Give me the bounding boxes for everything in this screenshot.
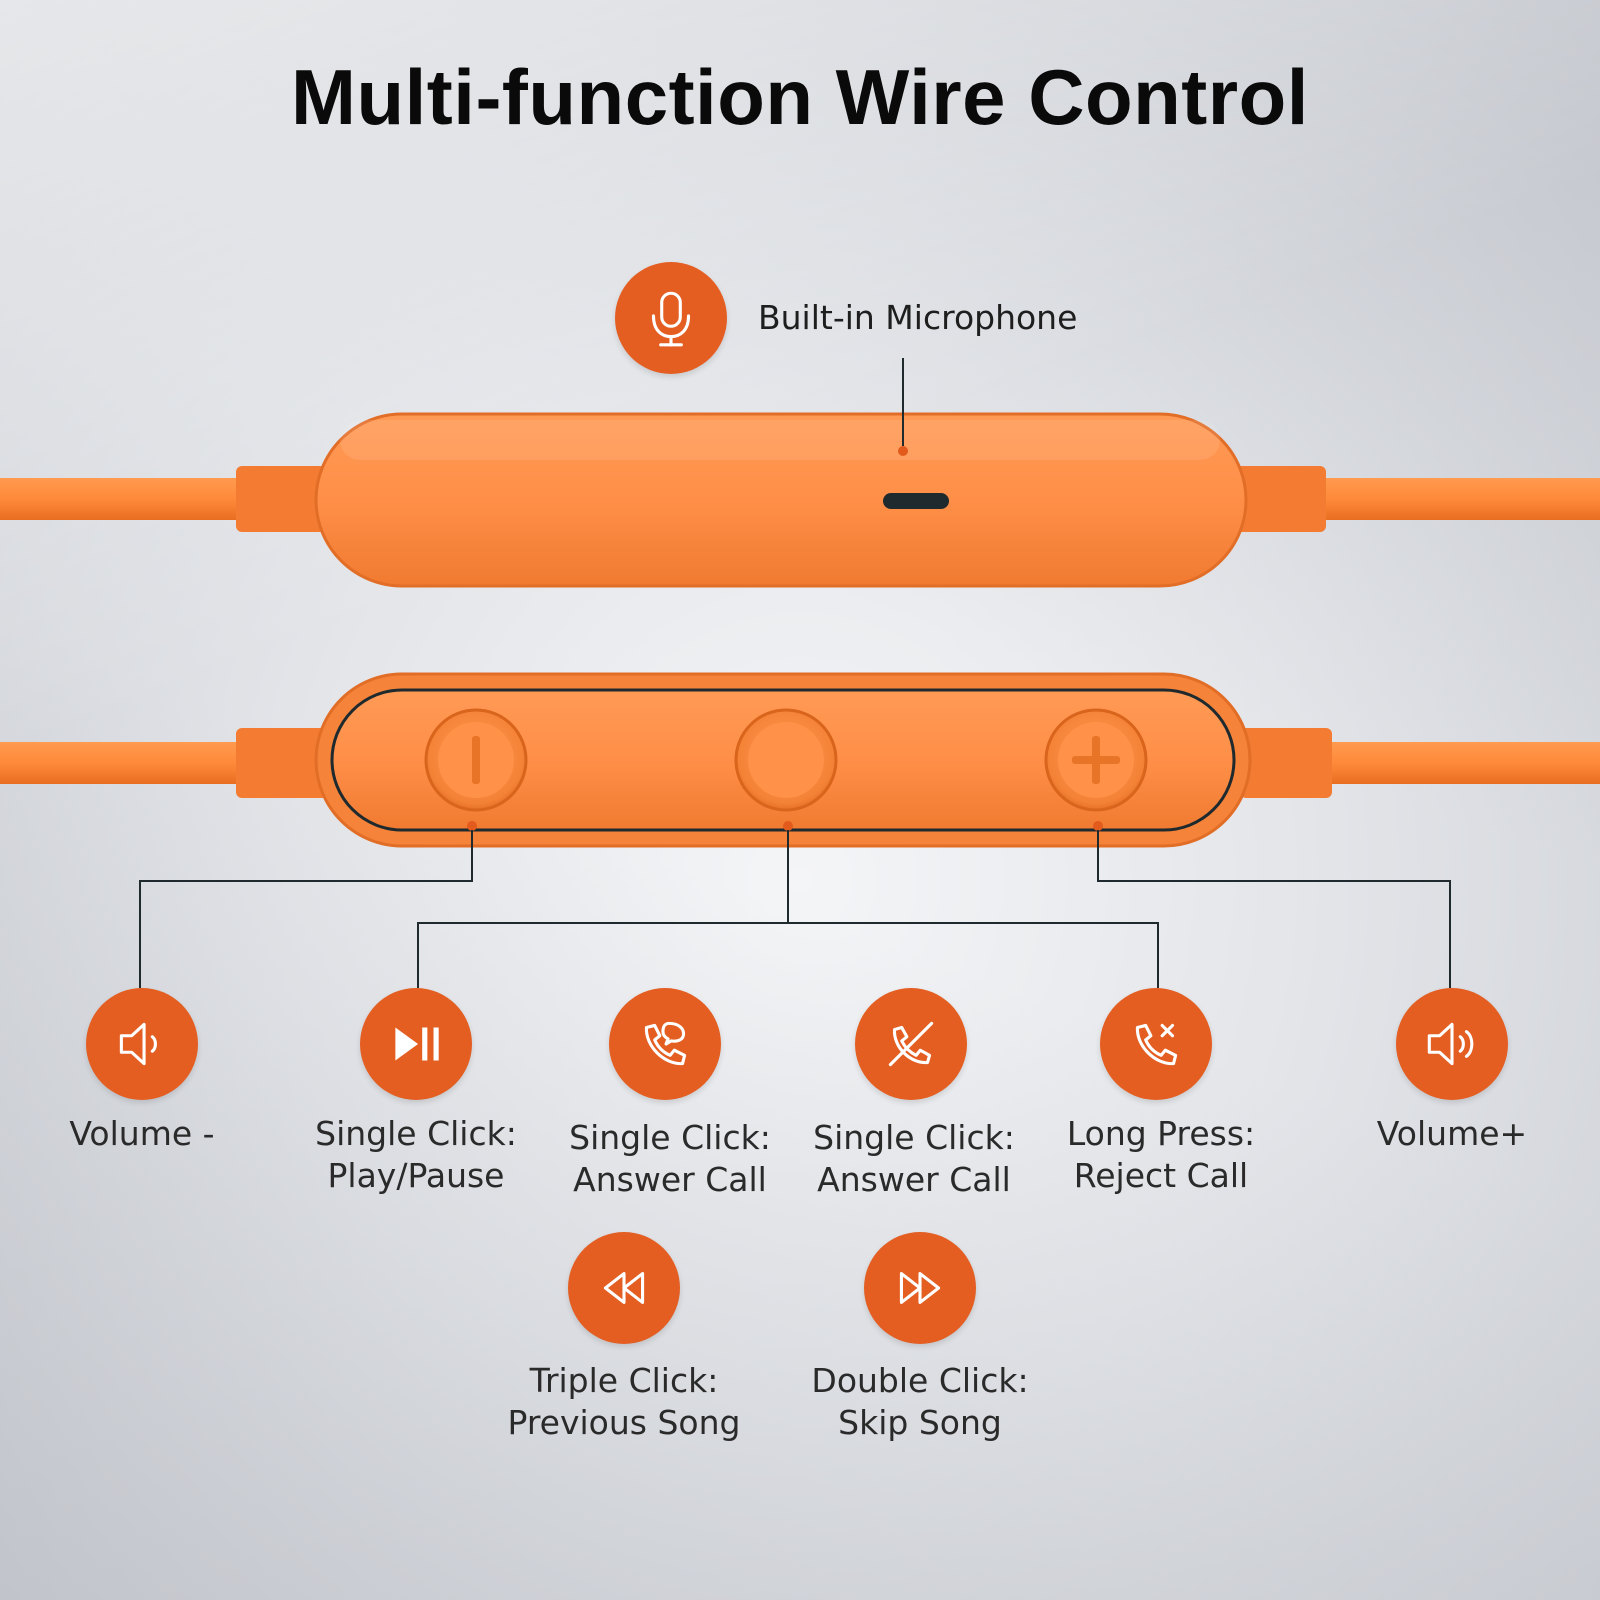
pointer-dot-plus xyxy=(1093,821,1103,831)
strain-relief-left-bottom xyxy=(236,728,328,798)
connector-lines xyxy=(139,830,1451,988)
label-hang-up: Single Click: Answer Call xyxy=(813,1118,1015,1199)
cable-right xyxy=(1320,478,1600,520)
charging-port xyxy=(883,493,949,509)
label-previous-song: Triple Click: Previous Song xyxy=(507,1361,741,1442)
label-play-pause: Single Click: Play/Pause xyxy=(315,1114,517,1195)
label-volume-down: Volume - xyxy=(69,1114,215,1153)
cable-left xyxy=(0,478,240,520)
strain-relief-right-bottom xyxy=(1240,728,1332,798)
label-skip-song: Double Click: Skip Song xyxy=(811,1361,1029,1442)
center-button xyxy=(734,708,838,812)
answer-call-icon xyxy=(609,988,721,1100)
microphone-label: Built-in Microphone xyxy=(758,298,1078,337)
line-volume-down xyxy=(139,830,473,988)
cable-left-bottom xyxy=(0,742,240,784)
plus-button xyxy=(1044,708,1148,812)
top-remote-body xyxy=(314,412,1248,588)
bottom-remote xyxy=(0,672,1600,848)
pointer-dot-minus xyxy=(467,821,477,831)
strain-relief-left xyxy=(236,466,326,532)
label-reject-call: Long Press: Reject Call xyxy=(1066,1114,1256,1195)
pointer-dot-center xyxy=(783,821,793,831)
skip-icon xyxy=(864,1232,976,1344)
line-center-branch xyxy=(417,922,1159,988)
minus-button xyxy=(424,708,528,812)
line-volume-up xyxy=(1097,830,1451,988)
top-remote xyxy=(0,358,1600,588)
microphone-icon xyxy=(615,262,727,374)
strain-relief-right xyxy=(1236,466,1326,532)
hang-up-icon xyxy=(855,988,967,1100)
mic-hole xyxy=(898,446,908,456)
label-answer-call: Single Click: Answer Call xyxy=(569,1118,771,1199)
page-title: Multi-function Wire Control xyxy=(291,53,1309,141)
volume-up-icon xyxy=(1396,988,1508,1100)
reject-call-icon xyxy=(1100,988,1212,1100)
label-volume-up: Volume+ xyxy=(1376,1114,1528,1153)
top-remote-highlight xyxy=(340,420,1220,460)
volume-down-icon xyxy=(86,988,198,1100)
cable-right-bottom xyxy=(1330,742,1600,784)
play-pause-icon xyxy=(360,988,472,1100)
previous-icon xyxy=(568,1232,680,1344)
